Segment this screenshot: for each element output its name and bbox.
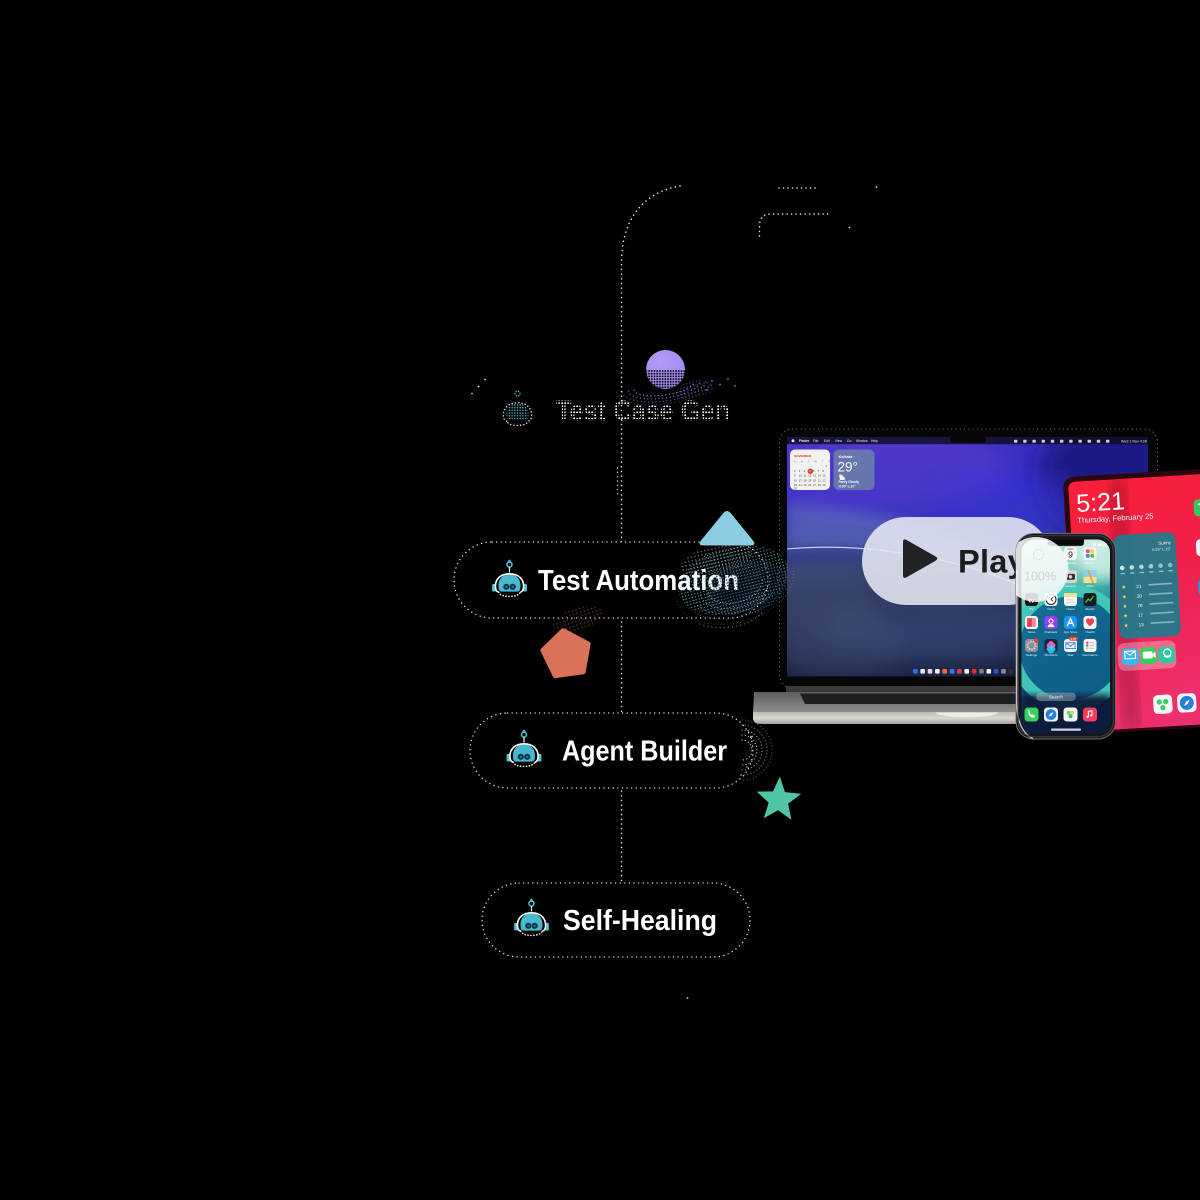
svg-text:27: 27 [813,483,816,487]
svg-text:29: 29 [823,483,826,487]
svg-text:16: 16 [794,478,797,482]
svg-text:25: 25 [804,483,807,487]
svg-text:100%: 100% [1024,570,1056,584]
svg-text:21: 21 [1136,584,1142,589]
svg-text:★: ★ [1122,594,1127,600]
svg-text:Sunny: Sunny [1158,540,1172,546]
svg-text:11: 11 [804,474,807,478]
svg-text:23: 23 [794,483,797,487]
svg-text:5:21: 5:21 [1075,487,1125,518]
svg-text:Finder: Finder [799,439,810,443]
svg-text:Camera: Camera [1065,584,1076,588]
svg-text:Health: Health [1086,630,1095,634]
svg-text:13: 13 [813,474,816,478]
svg-text:12: 12 [808,474,811,478]
svg-text:Partly Cloudy: Partly Cloudy [839,480,860,484]
svg-text:Search: Search [1049,695,1063,700]
svg-text:Agent Builder: Agent Builder [562,736,727,768]
svg-text:Help: Help [871,439,878,443]
svg-text:Clock: Clock [1047,607,1055,611]
svg-text:Photos: Photos [1085,561,1095,565]
svg-text:1: 1 [826,464,828,468]
svg-text:Shortcuts: Shortcuts [1044,653,1058,657]
svg-text:App Store: App Store [1064,630,1078,634]
svg-text:★: ★ [1121,585,1126,591]
svg-text:6: 6 [809,469,811,473]
svg-text:Kolkata ◦: Kolkata ◦ [839,455,856,459]
svg-text:Notes: Notes [1066,607,1075,611]
svg-text:17: 17 [1138,613,1144,618]
svg-text:Stocks: Stocks [1085,607,1095,611]
svg-text:TV: TV [1030,607,1035,611]
svg-text:WED: WED [1067,547,1073,551]
svg-text:30: 30 [794,487,797,491]
svg-text:29°: 29° [838,460,858,475]
svg-text:9: 9 [1068,550,1073,560]
svg-text:8: 8 [823,469,825,473]
svg-text:Reminders: Reminders [1083,653,1098,657]
svg-text:View: View [835,439,843,443]
svg-text:3: 3 [799,469,801,473]
svg-text:28: 28 [818,483,821,487]
svg-text:File: File [813,439,818,443]
svg-text:24: 24 [799,483,802,487]
svg-text:7: 7 [818,469,820,473]
svg-text:6:08: 6:08 [1071,637,1077,641]
svg-text:22: 22 [823,478,826,482]
svg-text:Mail: Mail [1068,653,1074,657]
svg-text:4: 4 [804,469,806,473]
svg-text:Play: Play [958,544,1026,580]
svg-text:20: 20 [1137,593,1143,598]
svg-text:Podcasts: Podcasts [1045,630,1058,634]
svg-text:NOVEMBER: NOVEMBER [794,454,812,458]
svg-text:S M T W T F S: S M T W T F S [794,459,839,463]
svg-text:17: 17 [799,478,802,482]
svg-text:26: 26 [808,483,811,487]
svg-text:18: 18 [804,478,807,482]
svg-text:Window: Window [856,439,868,443]
svg-text:Wed 1 Nov 4:28 PM: Wed 1 Nov 4:28 PM [1121,440,1153,444]
svg-text:H:30° L:22°: H:30° L:22° [839,484,857,488]
svg-text:20: 20 [813,478,816,482]
svg-text:★: ★ [1123,613,1128,619]
svg-text:Maps: Maps [1086,584,1094,588]
svg-text:★: ★ [1123,623,1128,629]
svg-text:2: 2 [794,469,796,473]
svg-text:14: 14 [818,474,821,478]
svg-text:Calendar: Calendar [1064,561,1077,565]
svg-text:Test Case Gen: Test Case Gen [556,396,730,428]
svg-text:19: 19 [808,478,811,482]
svg-text:6: 6 [813,469,815,473]
svg-text:78: 78 [1137,603,1143,608]
svg-text:Go: Go [847,439,852,443]
svg-text:13: 13 [1138,622,1144,627]
svg-text:9: 9 [794,474,796,478]
svg-text:21: 21 [818,478,821,482]
svg-text:Self-Healing: Self-Healing [563,905,717,937]
svg-text:10: 10 [799,474,802,478]
svg-text:H:29° L:15°: H:29° L:15° [1152,547,1172,552]
svg-text:Settings: Settings [1026,653,1038,657]
svg-text:★: ★ [1122,604,1127,610]
svg-text:News: News [1028,630,1036,634]
svg-text:15: 15 [823,474,826,478]
svg-text:Edit: Edit [824,439,830,443]
